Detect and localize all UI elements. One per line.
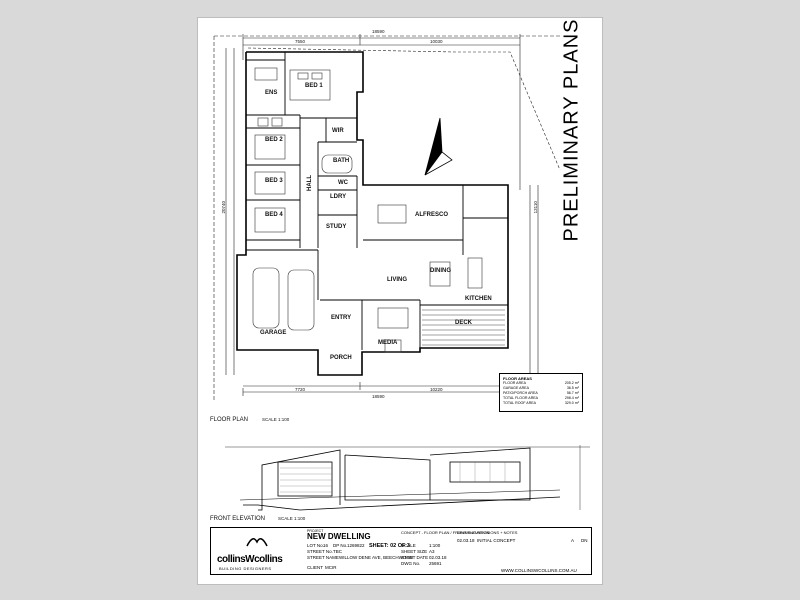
- lot-label: LOT No.: [307, 543, 324, 548]
- room-bed1: BED 1: [305, 83, 323, 89]
- project-label: PROJECT: [307, 529, 324, 533]
- sheet-size-label: SHEET SIZE: [401, 549, 428, 554]
- room-bed2: BED 2: [265, 137, 283, 143]
- sheet-size-value: A3: [429, 549, 435, 554]
- room-kitchen: KITCHEN: [465, 296, 492, 302]
- brand-name: collinsWcollins: [217, 554, 283, 565]
- website: WWW.COLLINSWCOLLINS.COM.AU: [501, 568, 577, 573]
- room-wc: WC: [338, 180, 348, 186]
- dim-right-overall: 13110: [532, 201, 538, 214]
- dim-top-overall: 18590: [372, 29, 385, 34]
- room-wir: WIR: [332, 128, 344, 134]
- room-living: LIVING: [387, 277, 408, 283]
- room-hall: HALL: [307, 175, 313, 191]
- start-date-label: START DATE: [401, 555, 429, 560]
- dwg-value: 25691: [429, 561, 442, 566]
- room-bed3: BED 3: [265, 178, 283, 184]
- room-garage: GARAGE: [260, 330, 287, 336]
- title-block: collinsWcollins BUILDING DESIGNERS PROJE…: [210, 527, 592, 575]
- dim-bottom-right: 10220: [430, 387, 443, 392]
- revision-letter: A: [571, 538, 575, 543]
- client-label: CLIENT: [307, 565, 324, 570]
- scale-value: 1:100: [429, 543, 441, 548]
- dp-value: 1269822: [347, 543, 365, 548]
- company-logo: collinsWcollins BUILDING DESIGNERS: [217, 532, 297, 572]
- drawing-sheet: [198, 18, 602, 584]
- sheet-number: SHEET: 02 OF 3: [369, 543, 410, 549]
- room-bath: BATH: [333, 158, 350, 164]
- brand-sub: BUILDING DESIGNERS: [219, 566, 272, 571]
- room-study: STUDY: [326, 224, 347, 230]
- dim-bottom-overall: 18590: [372, 394, 385, 399]
- dp-label: DP No.: [333, 543, 348, 548]
- room-porch: PORCH: [330, 355, 352, 361]
- floor-plan-label: FLOOR PLAN: [210, 417, 249, 423]
- room-bed4: BED 4: [265, 212, 283, 218]
- revision-date: 02.03.18: [457, 538, 475, 543]
- client-value: MCIR: [325, 565, 337, 570]
- room-ens: ENS: [265, 90, 278, 96]
- scale-label: SCALE: [401, 543, 416, 548]
- street-name-value: WILLOW DENE AVE, BEECHWOOD: [339, 555, 414, 560]
- watermark-text: PRELIMINARY PLANS: [560, 18, 583, 242]
- room-dining: DINING: [430, 268, 451, 274]
- dim-left-overall: 20740: [221, 200, 227, 214]
- floor-areas-title: FLOOR AREAS: [503, 376, 532, 381]
- street-no-value: TBC: [333, 549, 342, 554]
- dim-top-right: 10030: [430, 39, 443, 44]
- room-deck: DECK: [455, 320, 473, 326]
- floor-plan-scale: SCALE 1:100: [262, 417, 290, 422]
- room-entry: ENTRY: [331, 315, 352, 321]
- revision-note: INITIAL CONCEPT: [477, 538, 516, 543]
- front-elevation-label: FRONT ELEVATION: [210, 516, 266, 522]
- front-elevation-scale: SCALE 1:100: [278, 516, 306, 521]
- drawing-title: CONCEPT - FLOOR PLAN / FRONT ELEVATION: [401, 530, 490, 535]
- room-media: MEDIA: [378, 340, 398, 346]
- start-date-value: 02.03.18: [429, 555, 447, 560]
- street-name-label: STREET NAME: [307, 555, 339, 560]
- project-name: NEW DWELLING: [307, 532, 371, 541]
- room-ldry: LDRY: [330, 194, 347, 200]
- watermark: PRELIMINARY PLANS: [548, 18, 596, 241]
- dim-top-left: 7550: [295, 39, 306, 44]
- dwg-label: DWG No.: [401, 561, 421, 566]
- revisions-label: DRAWING REVISIONS + NOTES: [457, 530, 518, 535]
- street-no-label: STREET No.: [307, 549, 333, 554]
- dim-bottom-left: 7720: [295, 387, 306, 392]
- revision-by: DN: [581, 538, 588, 543]
- room-alfresco: ALFRESCO: [415, 212, 448, 218]
- logo-mark-icon: [246, 538, 268, 547]
- lot-value: 16: [323, 543, 329, 548]
